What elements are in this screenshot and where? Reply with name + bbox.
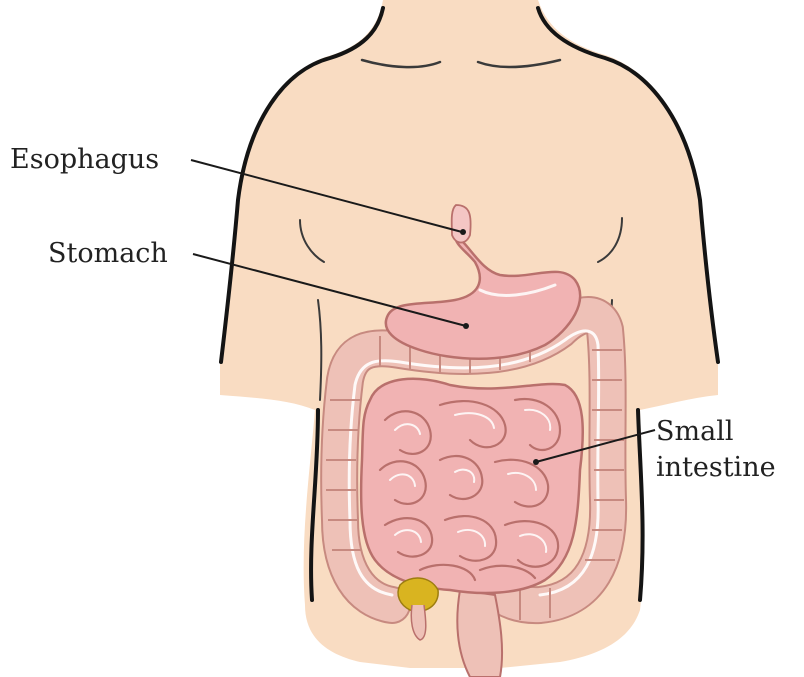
stomach-label: Stomach xyxy=(48,238,168,269)
esophagus-tube xyxy=(452,205,471,243)
esophagus-label: Esophagus xyxy=(10,144,159,175)
esophagus-leader-dot xyxy=(460,229,466,235)
rectum xyxy=(457,590,502,677)
stomach-leader-dot xyxy=(463,323,469,329)
small-intestine-leader-dot xyxy=(533,459,539,465)
small-intestine-label-line1: Small xyxy=(656,416,733,447)
small-intestine xyxy=(361,379,583,593)
small-intestine-label-line2: intestine xyxy=(656,452,776,483)
